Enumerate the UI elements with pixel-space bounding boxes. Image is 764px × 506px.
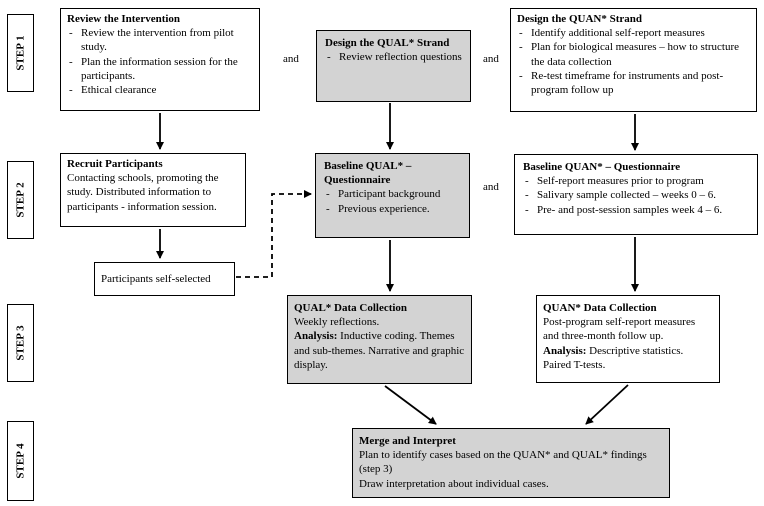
baseline-quan-list: Self-report measures prior to program Sa…	[523, 174, 749, 217]
dashed-arrow-self-selected-to-baseline-qual	[236, 190, 312, 278]
review-intervention-list: Review the intervention from pilot study…	[67, 26, 253, 97]
baseline-quan-box: Baseline QUAN* – Questionnaire Self-repo…	[514, 154, 758, 235]
quan-strand-box: Design the QUAN* Strand Identify additio…	[510, 8, 757, 112]
list-item: Plan the information session for the par…	[67, 55, 253, 83]
list-item: Review the intervention from pilot study…	[67, 26, 253, 54]
self-selected-text: Participants self-selected	[101, 273, 211, 285]
step-3-label: STEP 3	[7, 304, 34, 382]
self-selected-box: Participants self-selected	[94, 262, 235, 296]
step-1-label: STEP 1	[7, 14, 34, 92]
baseline-qual-list: Participant background Previous experien…	[324, 187, 461, 216]
baseline-qual-title: Baseline QUAL* – Questionnaire	[324, 160, 412, 187]
recruit-participants-text: Contacting schools, promoting the study.…	[67, 172, 219, 213]
merge-interpret-line: Plan to identify cases based on the QUAN…	[359, 449, 647, 476]
quan-analysis-text: Analysis: Descriptive statistics. Paired…	[543, 344, 713, 372]
and-connector: and	[483, 53, 499, 65]
quan-data-collection-box: QUAN* Data Collection Post-program self-…	[536, 295, 720, 383]
merge-interpret-title: Merge and Interpret	[359, 435, 456, 447]
step-4-label: STEP 4	[7, 421, 34, 501]
merge-interpret-line: Draw interpretation about individual cas…	[359, 477, 549, 490]
qual-strand-box: Design the QUAL* Strand Review reflectio…	[316, 30, 471, 102]
and-connector: and	[283, 53, 299, 65]
list-item: Salivary sample collected – weeks 0 – 6.	[523, 188, 749, 202]
qual-strand-list: Review reflection questions	[325, 50, 462, 64]
list-item: Re-test timeframe for instruments and po…	[517, 69, 750, 97]
quan-data-collection-text: Post-program self-report measures and th…	[543, 316, 696, 343]
review-intervention-title: Review the Intervention	[67, 13, 181, 25]
qual-data-collection-title: QUAL* Data Collection	[294, 302, 408, 314]
list-item: Pre- and post-session samples week 4 – 6…	[523, 203, 749, 217]
qual-strand-title: Design the QUAL* Strand	[325, 37, 450, 49]
list-item: Review reflection questions	[325, 50, 462, 64]
qual-data-collection-text: Weekly reflections.	[294, 316, 380, 329]
qual-analysis-detail: Inductive coding. Themes and sub-themes.…	[294, 330, 465, 371]
list-item: Previous experience.	[324, 202, 461, 216]
list-item: Identify additional self-report measures	[517, 26, 750, 40]
list-item: Ethical clearance	[67, 83, 253, 97]
review-intervention-box: Review the Intervention Review the inter…	[60, 8, 260, 111]
qual-analysis-label: Analysis:	[294, 330, 338, 343]
recruit-participants-title: Recruit Participants	[67, 158, 163, 170]
quan-strand-title: Design the QUAN* Strand	[517, 13, 642, 25]
baseline-qual-box: Baseline QUAL* – Questionnaire Participa…	[315, 153, 470, 238]
quan-analysis-detail: Descriptive statistics. Paired T-tests.	[543, 344, 684, 371]
arrow-quan-collection-to-merge	[585, 384, 629, 425]
baseline-quan-title: Baseline QUAN* – Questionnaire	[523, 161, 681, 173]
qual-data-collection-box: QUAL* Data Collection Weekly reflections…	[287, 295, 472, 384]
merge-interpret-box: Merge and Interpret Plan to identify cas…	[352, 428, 670, 498]
quan-data-collection-title: QUAN* Data Collection	[543, 302, 657, 314]
list-item: Plan for biological measures – how to st…	[517, 40, 750, 68]
arrow-qual-collection-to-merge	[384, 385, 437, 425]
list-item: Participant background	[324, 187, 461, 201]
step-2-label: STEP 2	[7, 161, 34, 239]
recruit-participants-box: Recruit Participants Contacting schools,…	[60, 153, 246, 227]
quan-analysis-label: Analysis:	[543, 344, 587, 357]
quan-strand-list: Identify additional self-report measures…	[517, 26, 750, 97]
list-item: Self-report measures prior to program	[523, 174, 749, 188]
and-connector: and	[483, 181, 499, 193]
qual-analysis-text: Analysis: Inductive coding. Themes and s…	[294, 329, 465, 372]
